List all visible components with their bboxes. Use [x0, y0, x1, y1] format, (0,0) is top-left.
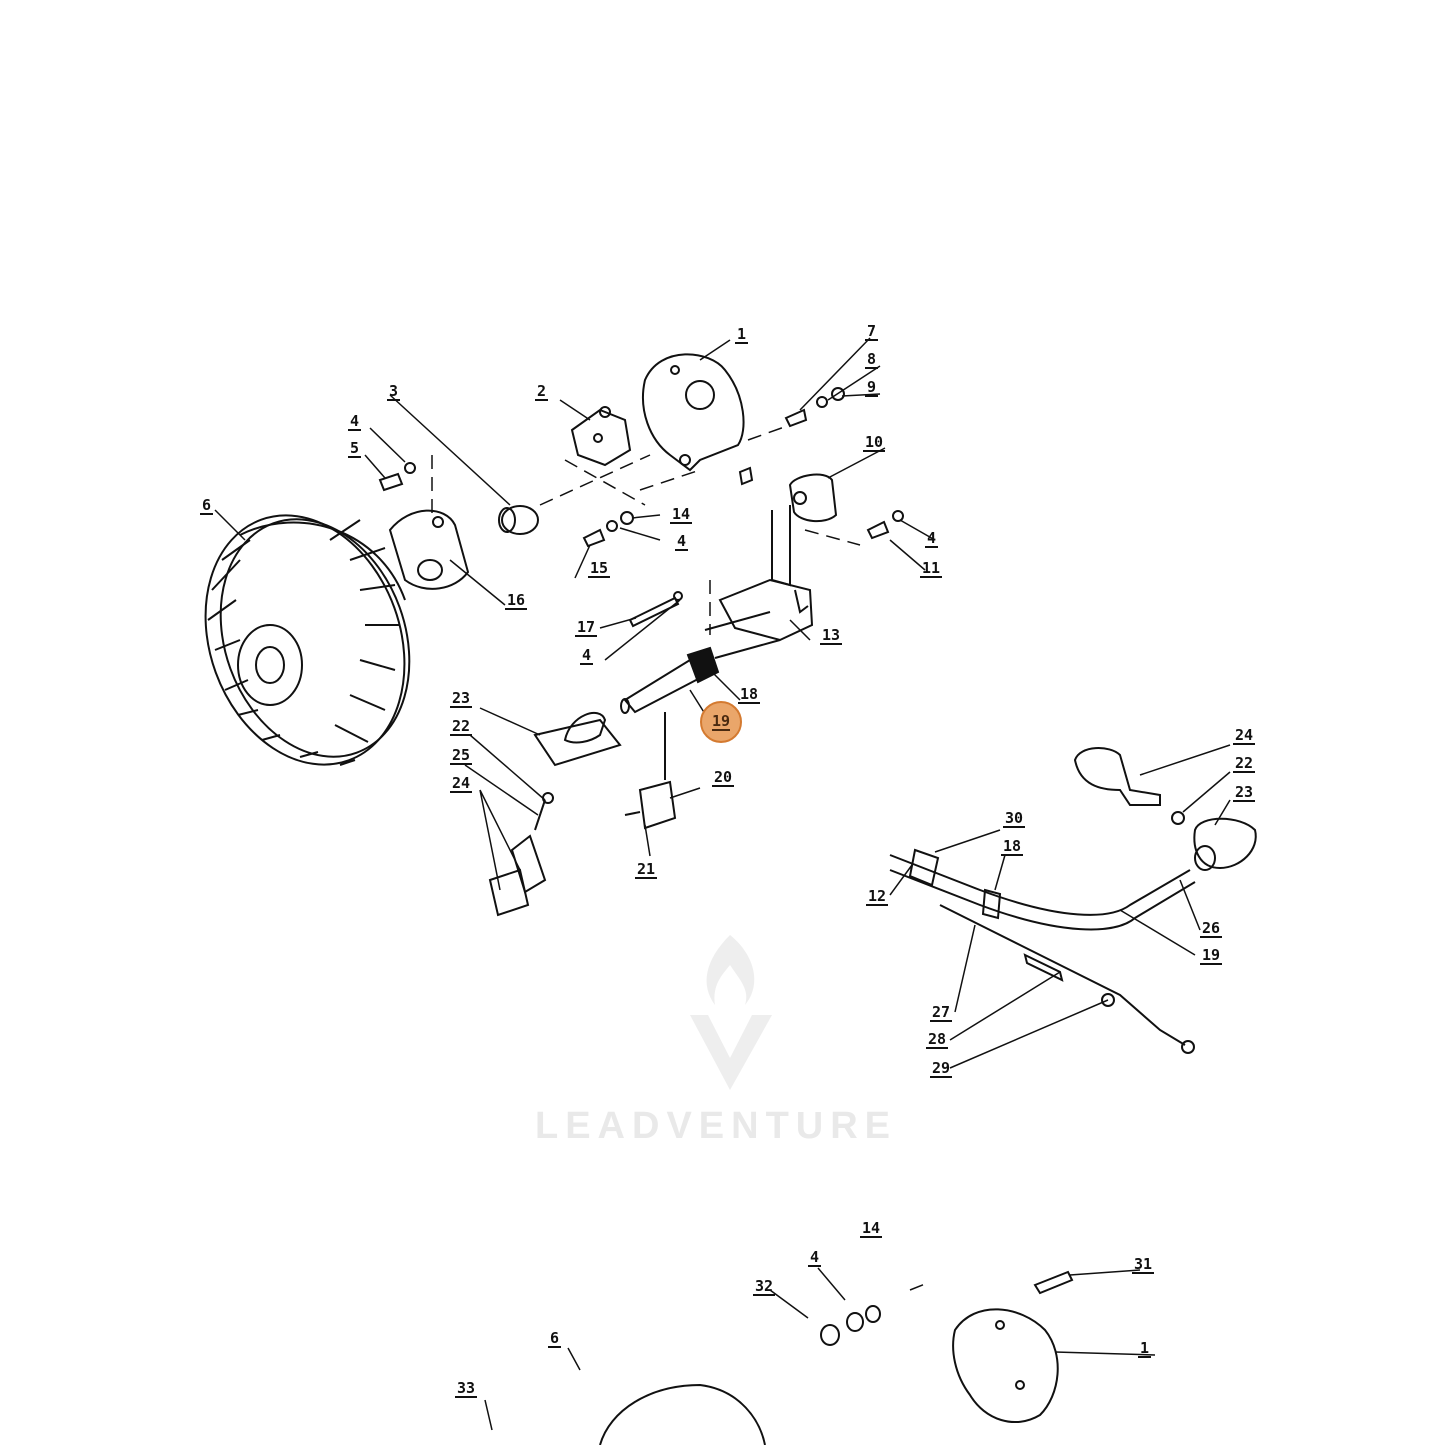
- callout-6[interactable]: 6: [548, 1329, 562, 1348]
- callout-11[interactable]: 11: [920, 559, 943, 578]
- highlighted-part-19[interactable]: 19: [700, 701, 742, 743]
- callout-22[interactable]: 22: [450, 717, 473, 736]
- callout-8[interactable]: 8: [865, 350, 879, 369]
- callout-10[interactable]: 10: [863, 433, 886, 452]
- callout-4[interactable]: 4: [808, 1248, 822, 1267]
- callout-25[interactable]: 25: [450, 746, 473, 765]
- callout-22[interactable]: 22: [1233, 754, 1256, 773]
- callout-13[interactable]: 13: [820, 626, 843, 645]
- callout-26[interactable]: 26: [1200, 919, 1223, 938]
- ignition-coil-drawing: [704, 578, 814, 659]
- callout-12[interactable]: 12: [866, 887, 889, 906]
- callout-16[interactable]: 16: [505, 591, 528, 610]
- watermark-logo: [690, 935, 772, 1090]
- callout-7[interactable]: 7: [865, 322, 879, 341]
- callout-17[interactable]: 17: [575, 618, 598, 637]
- callout-31[interactable]: 31: [1132, 1255, 1155, 1274]
- callout-18[interactable]: 18: [1001, 837, 1024, 856]
- shaft-drawing: [620, 646, 720, 714]
- callout-4[interactable]: 4: [348, 412, 362, 431]
- callout-23[interactable]: 23: [1233, 783, 1256, 802]
- callout-27[interactable]: 27: [930, 1003, 953, 1022]
- callout-32[interactable]: 32: [753, 1277, 776, 1296]
- callout-4[interactable]: 4: [580, 646, 594, 665]
- bottom-assembly-drawing: [599, 1270, 1074, 1445]
- plug-cap-drawing: [533, 711, 622, 767]
- callout-2[interactable]: 2: [535, 382, 549, 401]
- callout-29[interactable]: 29: [930, 1059, 953, 1078]
- bushing-drawing: [498, 505, 539, 535]
- callout-4[interactable]: 4: [675, 532, 689, 551]
- callout-9[interactable]: 9: [865, 378, 879, 397]
- callout-6[interactable]: 6: [200, 496, 214, 515]
- callout-24[interactable]: 24: [1233, 726, 1256, 745]
- spark-plug-drawing: [488, 792, 554, 917]
- callout-1[interactable]: 1: [735, 325, 749, 344]
- flywheel-drawing: [204, 514, 411, 766]
- highlighted-part-label: 19: [711, 711, 731, 731]
- switch-drawing: [624, 712, 677, 830]
- callout-24[interactable]: 24: [450, 774, 473, 793]
- breaker-point-drawing: [570, 406, 632, 467]
- callout-14[interactable]: 14: [860, 1219, 883, 1238]
- callout-18[interactable]: 18: [738, 685, 761, 704]
- callout-33[interactable]: 33: [455, 1379, 478, 1398]
- callout-30[interactable]: 30: [1003, 809, 1026, 828]
- callout-15[interactable]: 15: [588, 559, 611, 578]
- stator-plate-drawing: [641, 353, 745, 472]
- watermark-text: LEADVENTURE: [535, 1105, 898, 1147]
- coil-bracket-drawing: [388, 509, 470, 590]
- right-assembly-drawing: [889, 747, 1257, 1054]
- callout-14[interactable]: 14: [670, 505, 693, 524]
- callout-5[interactable]: 5: [348, 439, 362, 458]
- callout-23[interactable]: 23: [450, 689, 473, 708]
- callout-19[interactable]: 19: [1200, 946, 1223, 965]
- callout-1[interactable]: 1: [1138, 1339, 1152, 1358]
- callout-21[interactable]: 21: [635, 860, 658, 879]
- small-hardware-drawing: [378, 387, 904, 628]
- callout-3[interactable]: 3: [387, 382, 401, 401]
- condenser-drawing: [771, 473, 838, 587]
- callout-28[interactable]: 28: [926, 1030, 949, 1049]
- callout-20[interactable]: 20: [712, 768, 735, 787]
- leader-lines: [214, 337, 1231, 1431]
- callout-4[interactable]: 4: [925, 529, 939, 548]
- dashed-lines: [431, 424, 931, 1291]
